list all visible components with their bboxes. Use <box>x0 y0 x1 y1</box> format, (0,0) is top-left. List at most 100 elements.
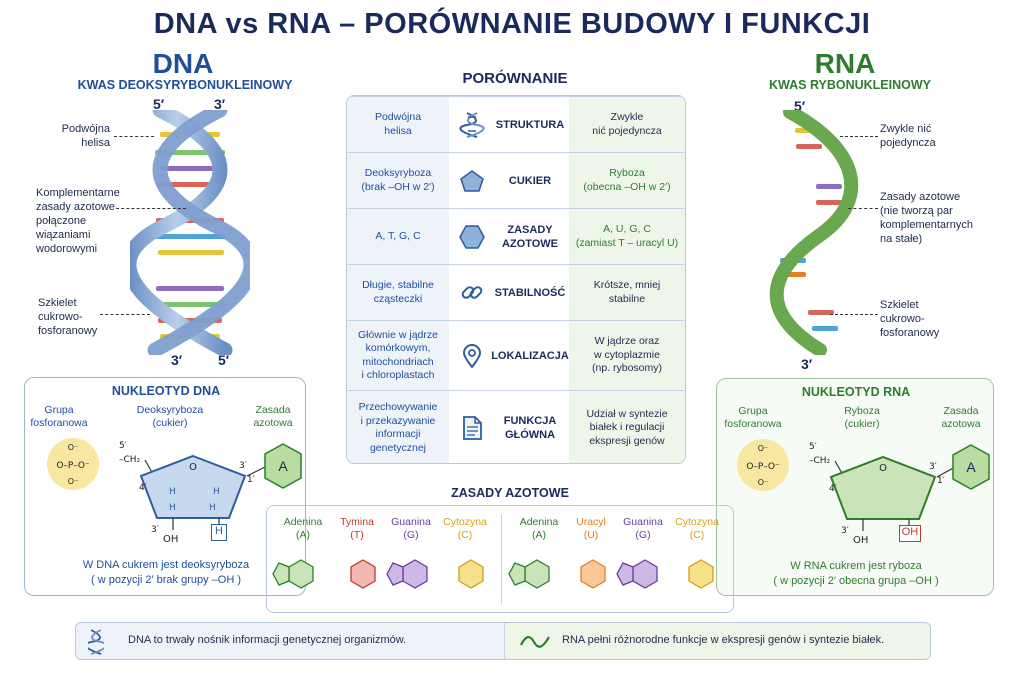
base-name: Adenina <box>283 516 323 528</box>
svg-text:3′: 3′ <box>239 461 247 471</box>
base-name: Tymina <box>340 516 374 528</box>
comparison-rna-value: Ryboza (obecna –OH w 2′) <box>583 167 671 193</box>
dna-nucleotide-structure: O⁻ O–P–O⁻ O⁻ 5′ –CH₂ O 4′ 1′ 3′ 3′ 2′ H … <box>47 438 302 544</box>
rna-subheading: KWAS RYBONUKLEINOWY <box>768 78 932 92</box>
dna-heading: DNA <box>152 48 214 79</box>
svg-text:O⁻: O⁻ <box>758 478 769 487</box>
comparison-label: FUNKCJA GŁÓWNA <box>503 415 557 441</box>
dna-end-top-right: 3′ <box>214 96 226 112</box>
comparison-dna-value: Przechowywanie i przekazywanie informacj… <box>358 401 438 454</box>
svg-text:O⁻: O⁻ <box>68 477 79 486</box>
rna-single-strand <box>769 110 859 355</box>
svg-text:H: H <box>169 487 176 497</box>
comparison-label: CUKIER <box>508 174 552 187</box>
phosphate-group <box>47 438 99 490</box>
rna-base-letter: A <box>966 459 976 475</box>
comparison-dna-value: Deoksyryboza (brak –OH w 2′) <box>361 167 435 193</box>
dna-end-bottom-right: 5′ <box>218 352 230 368</box>
comparison-dna-value: A, T, G, C <box>375 229 421 242</box>
base-name: Uracyl <box>576 516 606 528</box>
dna-sugar-label: Deoksyryboza (cukier) <box>136 404 204 429</box>
rna-heading: RNA <box>814 48 876 79</box>
dna-base-letter: A <box>278 458 288 474</box>
comparison-label: LOKALIZACJA <box>491 349 569 362</box>
summary-bar: DNA to trwały nośnik informacji genetycz… <box>75 622 931 660</box>
svg-text:5′: 5′ <box>809 442 817 452</box>
svg-text:1′: 1′ <box>247 475 255 485</box>
svg-text:4′: 4′ <box>139 483 147 493</box>
dna-double-helix <box>130 110 250 355</box>
comparison-row-bases: A, T, G, C ZASADY AZOTOWE A, U, G, C (za… <box>347 208 685 264</box>
comparison-rna-value: Udział w syntezie białek i regulacji eks… <box>586 407 668 447</box>
rna-c2-group: OH <box>899 525 921 542</box>
dna-nucleotide-heading: NUKLEOTYD DNA <box>111 384 221 398</box>
base-name: Cytozyna <box>675 516 719 528</box>
dna-c2-group: H <box>211 524 227 541</box>
comparison-heading: PORÓWNANIE <box>462 70 568 87</box>
comparison-dna-column <box>347 96 449 463</box>
dna-base-label: Zasada azotowa <box>253 404 293 429</box>
chain-link-icon <box>461 285 483 299</box>
svg-text:O⁻: O⁻ <box>758 444 769 453</box>
guanine-structure <box>616 559 658 589</box>
svg-text:O–P–O⁻: O–P–O⁻ <box>746 462 780 472</box>
adenine-structure <box>272 559 314 589</box>
rna-nucleotide-note: W RNA cukrem jest ryboza ( w pozycji 2′ … <box>773 560 939 587</box>
comparison-row-location: Głównie w jądrze komórkowym, mitochondri… <box>347 320 685 390</box>
dna-nucleotide-note: W DNA cukrem jest deoksyryboza ( w pozyc… <box>82 559 250 586</box>
svg-text:–CH₂: –CH₂ <box>809 456 831 466</box>
dna-end-top-left: 5′ <box>153 96 165 112</box>
base-letter: (A) <box>532 529 546 541</box>
comparison-row-structure: Podwójna helisa STRUKTURA Zwykle nić poj… <box>347 96 685 152</box>
base-hexagon <box>264 443 302 489</box>
dna-annotation-line-3 <box>100 314 150 315</box>
svg-text:1′: 1′ <box>937 476 945 486</box>
dna-annotation-base-pairs: Komplementarne zasady azotowe połączone … <box>36 187 120 255</box>
dna-annotation-backbone: Szkielet cukrowo- fosforanowy <box>38 297 98 337</box>
dna-annotation-line-1 <box>114 136 154 137</box>
base-name: Guanina <box>391 516 431 528</box>
summary-rna-half <box>504 623 930 659</box>
thymine-structure <box>350 559 376 589</box>
comparison-rna-value: A, U, G, C (zamiast T – uracyl U) <box>575 223 679 249</box>
cytosine-structure <box>458 559 484 589</box>
guanine-structure <box>386 559 428 589</box>
base-name: Adenina <box>519 516 559 528</box>
rna-sugar-label: Ryboza (cukier) <box>844 405 880 430</box>
svg-text:OH: OH <box>853 535 868 545</box>
comparison-label: STABILNOŚĆ <box>494 286 566 299</box>
svg-text:O: O <box>189 462 197 473</box>
svg-text:OH: OH <box>163 534 178 544</box>
comparison-table: Podwójna helisa STRUKTURA Zwykle nić poj… <box>346 95 686 464</box>
rna-annotation-line-2 <box>848 208 878 209</box>
dna-annotation-helix: Podwójna helisa <box>61 123 110 149</box>
dna-nucleotide-box: NUKLEOTYD DNA Grupa fosforanowa Deoksyry… <box>24 377 306 596</box>
base-letter: (G) <box>635 529 651 541</box>
base-letter: (C) <box>689 529 705 541</box>
rna-annotation-single: Zwykle nić pojedyncza <box>880 123 936 149</box>
rna-annotation-line-3 <box>830 314 878 315</box>
comparison-row-stability: Długie, stabilne cząsteczki STABILNOŚĆ K… <box>347 264 685 320</box>
hexagon-icon <box>459 224 485 249</box>
comparison-rna-value: W jądrze oraz w cytoplazmie (np. rybosom… <box>591 335 663 375</box>
rna-end-top: 5′ <box>794 98 806 114</box>
rna-base-label: Zasada azotowa <box>941 405 981 430</box>
dna-end-bottom-left: 3′ <box>171 352 183 368</box>
rna-nucleotide-heading: NUKLEOTYD RNA <box>801 385 911 399</box>
comparison-row-sugar: Deoksyryboza (brak –OH w 2′) CUKIER Rybo… <box>347 152 685 208</box>
pentagon-icon <box>460 169 484 192</box>
base-hexagon <box>952 444 990 490</box>
svg-text:5′: 5′ <box>119 441 127 451</box>
svg-text:H: H <box>213 487 220 497</box>
summary-rna-text: RNA pełni różnorodne funkcje w ekspresji… <box>562 634 885 646</box>
base-letter: (C) <box>457 529 473 541</box>
bases-divider <box>501 514 502 604</box>
document-icon <box>463 416 482 440</box>
svg-text:O: O <box>879 463 887 474</box>
rna-nucleotide-box: NUKLEOTYD RNA Grupa fosforanowa Ryboza (… <box>716 378 994 596</box>
rna-strand-icon <box>520 636 550 648</box>
rna-annotation-backbone: Szkielet cukrowo- fosforanowy <box>880 299 940 339</box>
dna-phosphate-label: Grupa fosforanowa <box>30 404 88 429</box>
comparison-row-function: Przechowywanie i przekazywanie informacj… <box>347 390 685 463</box>
svg-text:O–P–O⁻: O–P–O⁻ <box>56 461 90 471</box>
